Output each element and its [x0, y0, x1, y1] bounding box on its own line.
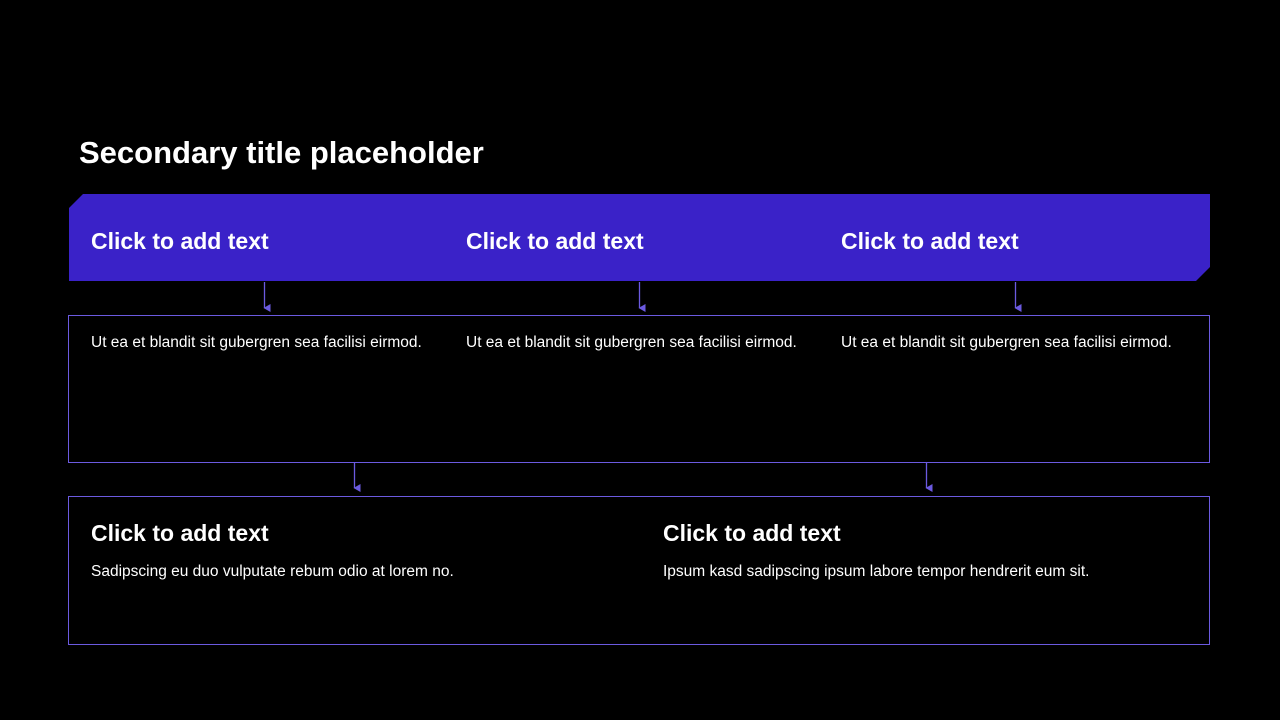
bottom-right-heading[interactable]: Click to add text [663, 520, 841, 546]
bottom-box [68, 496, 1210, 645]
slide-title[interactable]: Secondary title placeholder [79, 135, 484, 170]
bottom-left-text[interactable]: Sadipscing eu duo vulputate rebum odio a… [91, 563, 454, 580]
header-band [69, 194, 1210, 281]
column-3-text[interactable]: Ut ea et blandit sit gubergren sea facil… [841, 334, 1172, 351]
bottom-right-text[interactable]: Ipsum kasd sadipscing ipsum labore tempo… [663, 563, 1090, 580]
middle-box [68, 315, 1210, 463]
column-2-text[interactable]: Ut ea et blandit sit gubergren sea facil… [466, 334, 797, 351]
column-1-text[interactable]: Ut ea et blandit sit gubergren sea facil… [91, 334, 422, 351]
column-1-heading[interactable]: Click to add text [91, 228, 269, 254]
column-3-heading[interactable]: Click to add text [841, 228, 1019, 254]
column-2-heading[interactable]: Click to add text [466, 228, 644, 254]
bottom-left-heading[interactable]: Click to add text [91, 520, 269, 546]
